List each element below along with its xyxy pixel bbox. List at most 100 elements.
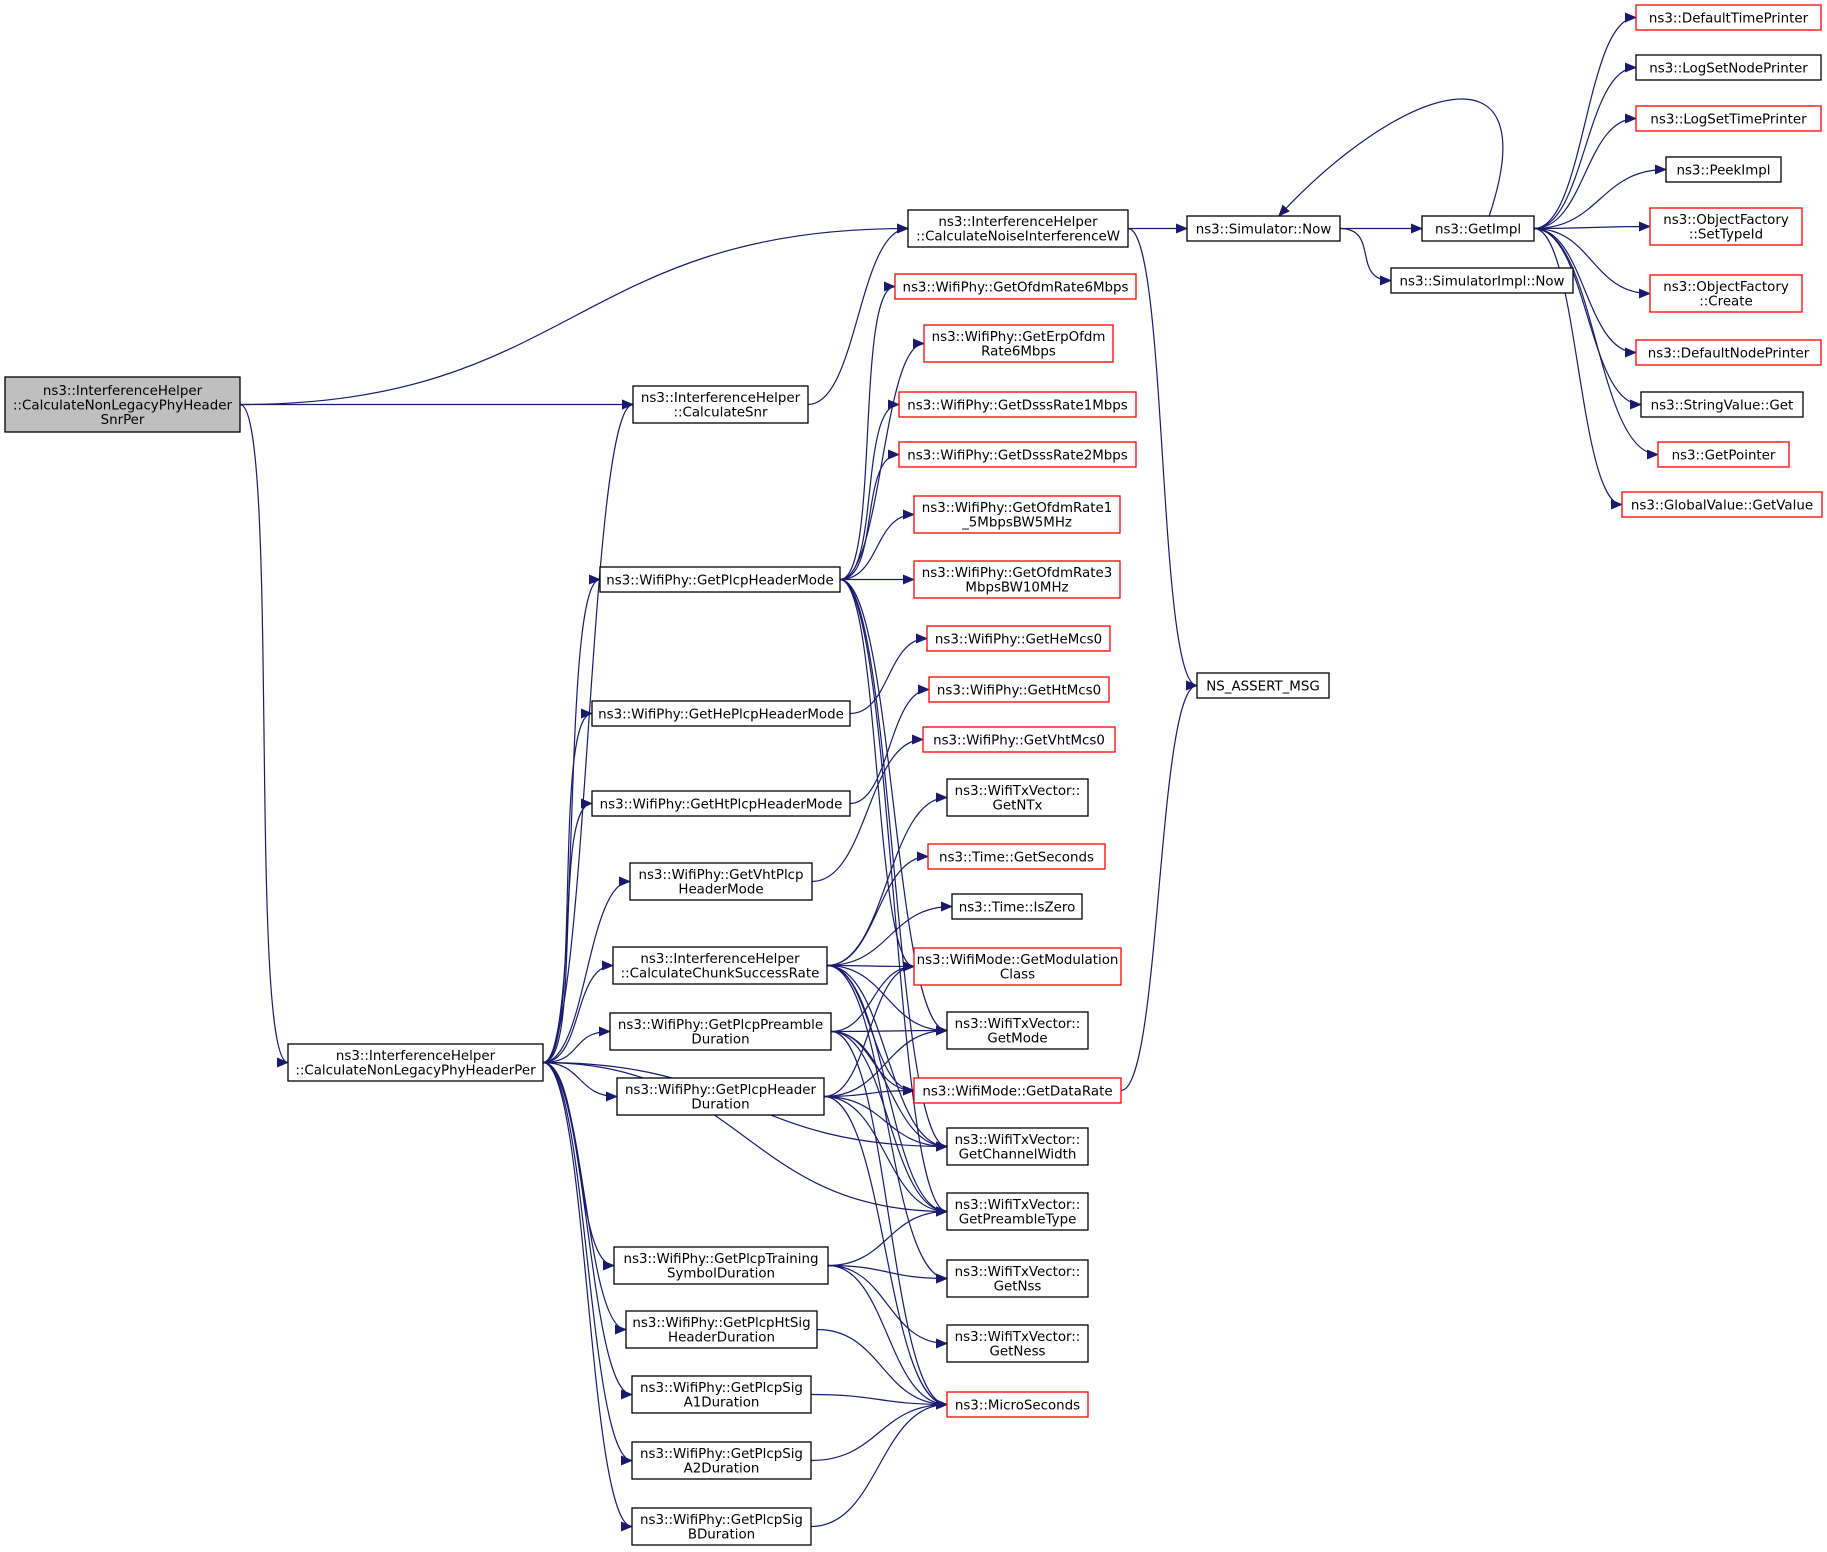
node-microSeconds[interactable]: ns3::MicroSeconds	[946, 1391, 1089, 1418]
node-label-line: ns3::PeekImpl	[1676, 163, 1770, 178]
node-getNTx[interactable]: ns3::WifiTxVector::GetNTx	[946, 778, 1089, 817]
edge-calcNonLegacyPer-to-sigA2	[542, 1061, 633, 1466]
node-calcChunk[interactable]: ns3::InterferenceHelper::CalculateChunkS…	[612, 946, 828, 985]
node-label-line: GetNess	[989, 1345, 1045, 1360]
node-defTimePrinter[interactable]: ns3::DefaultTimePrinter	[1635, 4, 1822, 31]
edge-calcNonLegacyPer-to-htPlcp	[542, 798, 593, 1064]
node-box	[898, 391, 1137, 418]
node-label-line: ns3::WifiPhy::GetVhtMcs0	[933, 733, 1105, 748]
node-trainingDur[interactable]: ns3::WifiPhy::GetPlcpTrainingSymbolDurat…	[613, 1246, 829, 1285]
node-getNess[interactable]: ns3::WifiTxVector::GetNess	[946, 1324, 1089, 1363]
node-label-line: ns3::WifiPhy::GetPlcpPreamble	[618, 1018, 823, 1033]
node-vhtMcs0[interactable]: ns3::WifiPhy::GetVhtMcs0	[922, 726, 1116, 753]
node-box	[927, 843, 1106, 870]
edge-getImpl-to-getPointer	[1533, 227, 1659, 460]
node-dsss2[interactable]: ns3::WifiPhy::GetDsssRate2Mbps	[898, 441, 1137, 468]
node-simImplNow[interactable]: ns3::SimulatorImpl::Now	[1390, 267, 1574, 294]
edge-getImpl-to-simNow	[1278, 98, 1504, 217]
edge-getImpl-to-ofCreate	[1533, 227, 1651, 299]
node-label-line: HeaderMode	[678, 883, 763, 898]
node-getPreambleType[interactable]: ns3::WifiTxVector::GetPreambleType	[946, 1192, 1089, 1231]
node-box	[1649, 274, 1803, 313]
node-box	[629, 862, 813, 901]
edge-path	[830, 1030, 948, 1410]
node-htMcs0[interactable]: ns3::WifiPhy::GetHtMcs0	[928, 676, 1110, 703]
node-getDataRate[interactable]: ns3::WifiMode::GetDataRate	[913, 1077, 1122, 1104]
node-label-line: ns3::MicroSeconds	[955, 1398, 1080, 1413]
node-calcNonLegacyPer[interactable]: ns3::InterferenceHelper::CalculateNonLeg…	[287, 1043, 544, 1082]
node-ofSetTypeId[interactable]: ns3::ObjectFactory::SetTypeId	[1649, 207, 1803, 246]
node-getSeconds[interactable]: ns3::Time::GetSeconds	[927, 843, 1106, 870]
edge-path	[542, 708, 593, 1064]
node-globalValueGet[interactable]: ns3::GlobalValue::GetValue	[1621, 491, 1823, 518]
node-box	[1421, 215, 1535, 242]
edge-htPlcp-to-htMcs0	[849, 684, 930, 805]
node-ofdm6[interactable]: ns3::WifiPhy::GetOfdmRate6Mbps	[894, 273, 1137, 300]
node-label-line: ns3::Time::GetSeconds	[939, 850, 1094, 865]
node-box	[1635, 54, 1822, 81]
node-root[interactable]: ns3::InterferenceHelper::CalculateNonLeg…	[4, 376, 241, 433]
node-heMcs0[interactable]: ns3::WifiPhy::GetHeMcs0	[926, 625, 1111, 652]
edge-path	[542, 1061, 627, 1335]
node-logSetTimePrinter[interactable]: ns3::LogSetTimePrinter	[1635, 105, 1822, 132]
node-box	[591, 790, 851, 817]
node-label-line: GetNTx	[993, 799, 1043, 814]
node-getNss[interactable]: ns3::WifiTxVector::GetNss	[946, 1259, 1089, 1298]
node-box	[946, 1324, 1089, 1363]
node-calcSnr[interactable]: ns3::InterferenceHelper::CalculateSnr	[632, 385, 809, 424]
edge-path	[826, 792, 948, 967]
node-label-line: ns3::Time::IsZero	[959, 900, 1076, 915]
edge-calcNonLegacyPer-to-hePlcp	[542, 708, 593, 1064]
node-simNow[interactable]: ns3::Simulator::Now	[1186, 215, 1341, 242]
node-logSetNodePrinter[interactable]: ns3::LogSetNodePrinter	[1635, 54, 1822, 81]
node-dsss1[interactable]: ns3::WifiPhy::GetDsssRate1Mbps	[898, 391, 1137, 418]
node-label-line: ns3::LogSetTimePrinter	[1650, 112, 1807, 127]
edge-path	[1120, 680, 1198, 1092]
node-getPointer[interactable]: ns3::GetPointer	[1657, 441, 1790, 468]
node-nsAssert[interactable]: NS_ASSERT_MSG	[1196, 672, 1330, 699]
node-getMode[interactable]: ns3::WifiTxVector::GetMode	[946, 1011, 1089, 1050]
node-isZero[interactable]: ns3::Time::IsZero	[951, 893, 1083, 920]
node-plcpHeaderMode[interactable]: ns3::WifiPhy::GetPlcpHeaderMode	[599, 566, 841, 593]
node-box	[926, 625, 1111, 652]
node-calcNoise[interactable]: ns3::InterferenceHelper::CalculateNoiseI…	[907, 209, 1129, 248]
node-ofCreate[interactable]: ns3::ObjectFactory::Create	[1649, 274, 1803, 313]
node-label-line: Class	[1000, 968, 1035, 983]
node-htPlcp[interactable]: ns3::WifiPhy::GetHtPlcpHeaderMode	[591, 790, 851, 817]
node-getImpl[interactable]: ns3::GetImpl	[1421, 215, 1535, 242]
node-label-line: ns3::WifiTxVector::	[955, 1017, 1081, 1032]
edge-getImpl-to-peekImpl	[1533, 164, 1667, 230]
node-box	[913, 947, 1122, 986]
node-label-line: ns3::InterferenceHelper	[43, 384, 203, 399]
node-box	[609, 1012, 832, 1051]
node-peekImpl[interactable]: ns3::PeekImpl	[1665, 156, 1782, 183]
edge-path	[807, 223, 909, 406]
edge-path	[827, 1264, 948, 1349]
edge-calcChunk-to-isZero	[826, 901, 953, 967]
node-box	[1649, 207, 1803, 246]
edge-plcpHeaderMode-to-getPreambleType	[839, 578, 948, 1217]
edge-path	[1533, 164, 1667, 230]
node-label-line: ns3::WifiPhy::GetHtMcs0	[937, 683, 1101, 698]
edge-path	[1278, 98, 1504, 217]
node-defNodePrinter[interactable]: ns3::DefaultNodePrinter	[1635, 339, 1822, 366]
node-box	[1635, 339, 1822, 366]
node-label-line: A2Duration	[684, 1462, 760, 1477]
node-hePlcp[interactable]: ns3::WifiPhy::GetHePlcpHeaderMode	[591, 700, 851, 727]
node-getChanWidth[interactable]: ns3::WifiTxVector::GetChannelWidth	[946, 1127, 1089, 1166]
node-stringValueGet[interactable]: ns3::StringValue::Get	[1640, 391, 1804, 418]
node-box	[946, 1011, 1089, 1050]
node-label-line: ns3::WifiPhy::GetHePlcpHeaderMode	[598, 707, 844, 722]
node-label-line: ns3::WifiTxVector::	[955, 1265, 1081, 1280]
node-ofdm1_5[interactable]: ns3::WifiPhy::GetOfdmRate1_5MbpsBW5MHz	[913, 495, 1121, 534]
